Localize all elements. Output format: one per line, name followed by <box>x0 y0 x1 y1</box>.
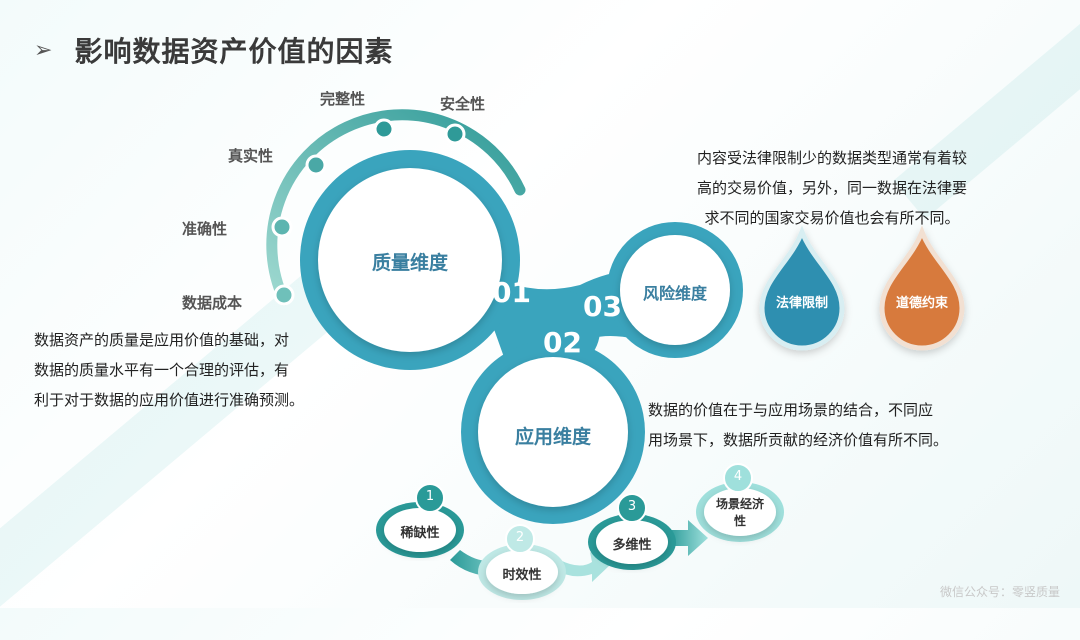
risk-center-label: 风险维度 <box>642 284 707 303</box>
step-2-number: 2 <box>515 530 525 545</box>
risk-circle-inner <box>620 235 730 345</box>
quality-circle-inner <box>318 168 502 352</box>
step-2-shape <box>478 524 566 600</box>
quality-item-accuracy: 准确性 <box>182 220 228 238</box>
page-title: 影响数据资产价值的因素 <box>74 35 394 68</box>
step-4-shape <box>696 463 784 542</box>
step-3-label: 多维性 <box>612 538 652 553</box>
risk-number: 03 <box>583 290 622 323</box>
step-1-shape <box>376 483 464 558</box>
quality-center-label: 质量维度 <box>371 252 448 274</box>
quality-item-cost: 数据成本 <box>182 294 243 312</box>
step-3-number: 3 <box>627 499 637 514</box>
step-2-label: 时效性 <box>502 568 542 583</box>
step-4-number: 4 <box>733 469 743 484</box>
quality-arc <box>266 109 526 306</box>
drop-shape-ethics <box>879 225 965 351</box>
drop-label-ethics: 道德约束 <box>895 296 948 311</box>
application-description: 数据的价值在于与应用场景的结合，不同应 用场景下，数据所贡献的经济价值有所不同。 <box>648 401 949 449</box>
drop-shape-law <box>759 225 845 351</box>
application-center-label: 应用维度 <box>514 426 591 448</box>
quality-item-authenticity: 真实性 <box>228 147 274 165</box>
application-number: 02 <box>543 326 582 359</box>
arrow-bullet-icon: ➢ <box>34 37 53 63</box>
drop-label-law: 法律限制 <box>775 296 828 311</box>
title-row: ➢ 影响数据资产价值的因素 <box>34 30 393 70</box>
step-4-label: 场景经济性 <box>715 497 764 528</box>
step-3-shape <box>588 493 676 570</box>
watermark: 微信公众号：零竖质量 <box>939 585 1060 599</box>
risk-description: 内容受法律限制少的数据类型通常有着较 高的交易价值，另外，同一数据在法律要 求不… <box>697 149 968 227</box>
diagram-shapes <box>266 109 965 600</box>
quality-description: 数据资产的质量是应用价值的基础，对 数据的质量水平有一个合理的评估，有 利于对于… <box>34 331 305 409</box>
step-1-label: 稀缺性 <box>400 526 440 541</box>
quality-item-security: 安全性 <box>440 95 486 113</box>
quality-item-completeness: 完整性 <box>320 90 366 108</box>
step-1-number: 1 <box>425 489 435 504</box>
application-circle-inner <box>478 357 628 507</box>
quality-number: 01 <box>492 276 531 309</box>
